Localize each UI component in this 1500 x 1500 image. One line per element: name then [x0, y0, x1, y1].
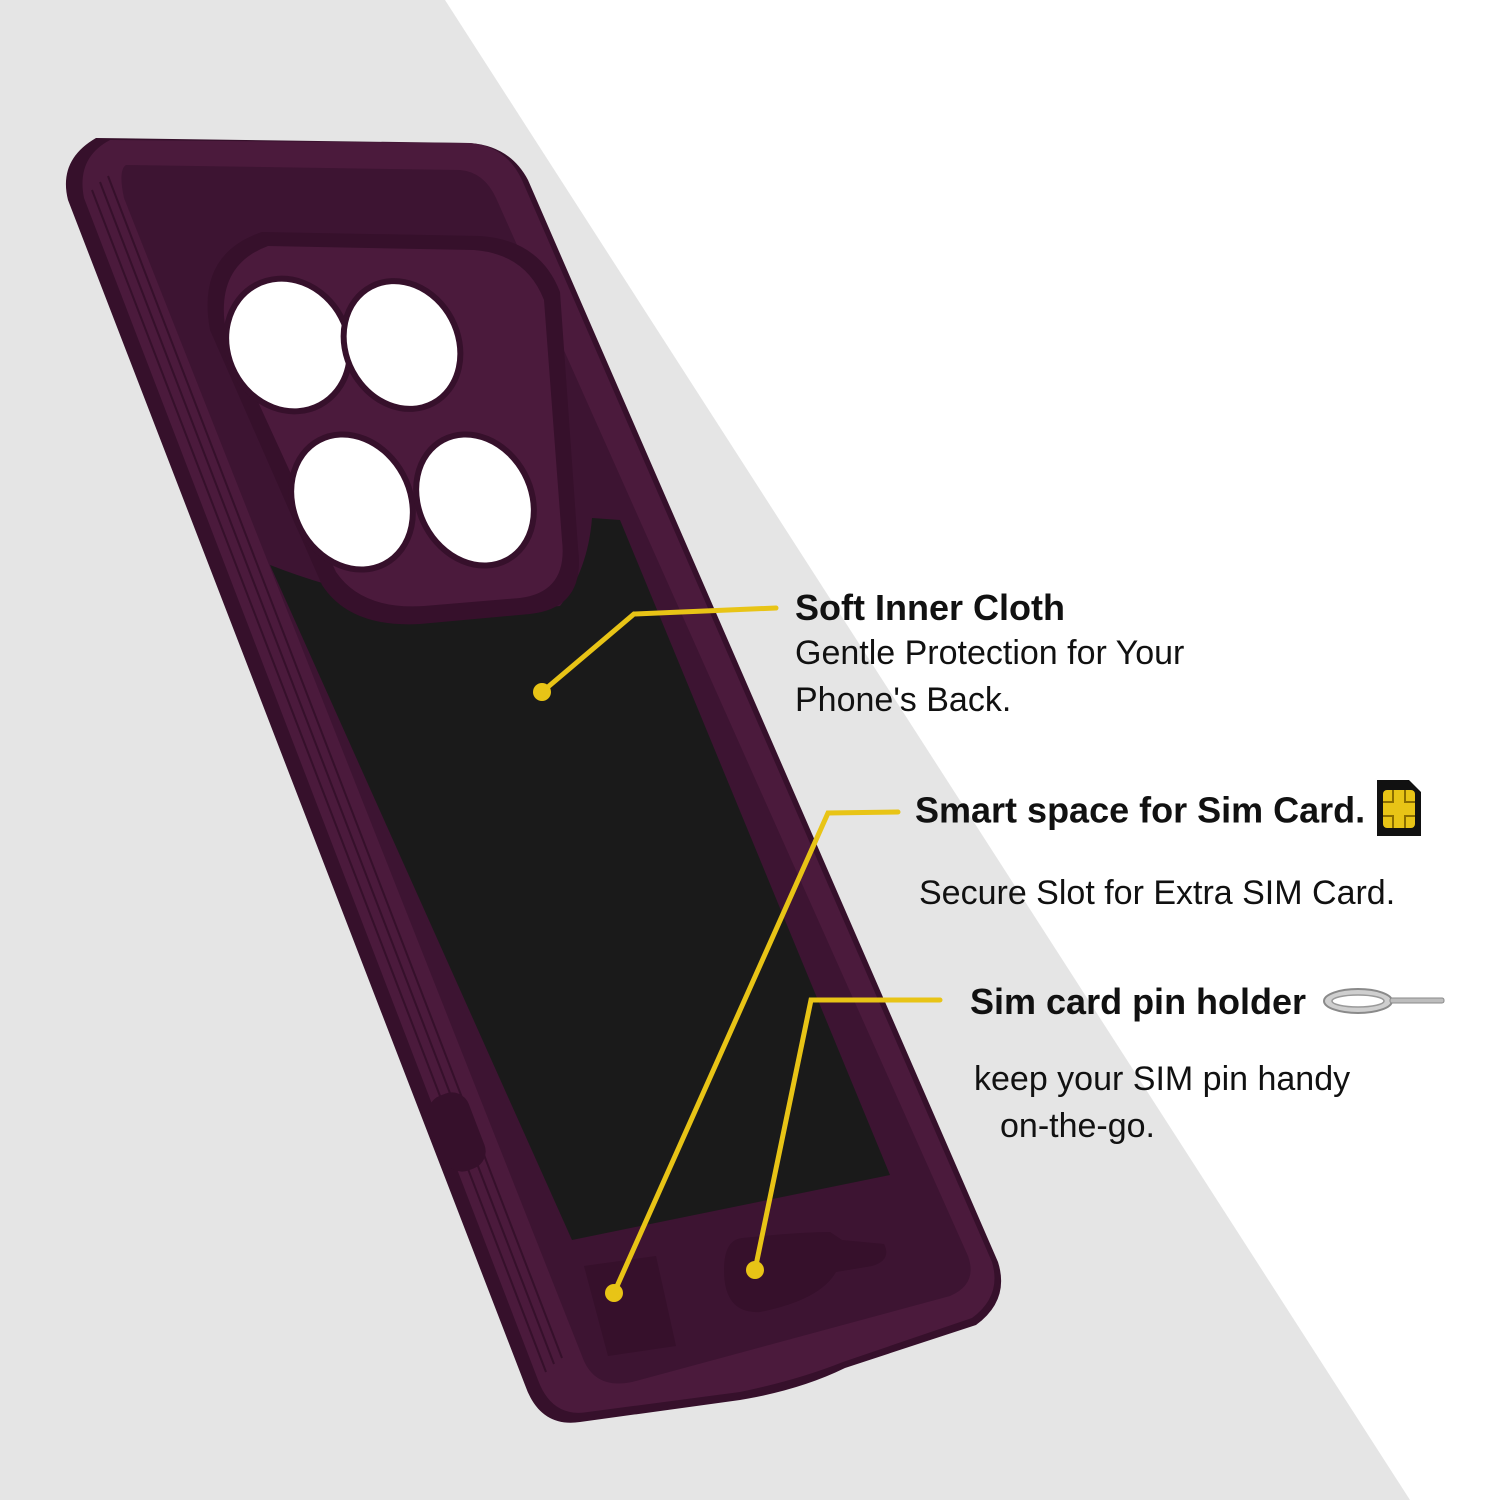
callouts: [539, 605, 943, 1296]
feature-title-row: Sim card pin holder: [970, 980, 1446, 1026]
camera-hole: [223, 275, 353, 415]
callout-dot: [533, 683, 551, 701]
soft-cloth: [270, 518, 890, 1240]
feature-title: Soft Inner Cloth: [795, 587, 1065, 628]
sim-eject-pin-icon: [1322, 982, 1446, 1026]
feature-title: Smart space for Sim Card.: [915, 789, 1366, 831]
callout-line-pin: [752, 997, 943, 1273]
side-button: [428, 1092, 486, 1172]
feature-title: Sim card pin holder: [970, 981, 1307, 1022]
camera-hole: [288, 431, 416, 573]
ribbed-side: [91, 175, 563, 1373]
camera-holes: [223, 275, 537, 573]
callout-line-sim: [611, 809, 901, 1296]
pin-holder: [724, 1232, 887, 1313]
feature-pin-holder: Sim card pin holder keep your SIM pin ha…: [970, 980, 1446, 1150]
sim-card-icon: [1375, 778, 1423, 848]
sim-slot: [584, 1256, 676, 1356]
phone-case: [65, 138, 1002, 1423]
feature-description-line: Phone's Back.: [795, 681, 1012, 719]
feature-title-row: Smart space for Sim Card.: [915, 778, 1423, 848]
callout-line-cloth: [539, 605, 779, 695]
callout-dot: [605, 1284, 623, 1302]
feature-description-line: Gentle Protection for Your: [795, 634, 1185, 672]
feature-description-line: on-the-go.: [1000, 1107, 1155, 1146]
callout-dot: [746, 1261, 764, 1279]
camera-hole: [340, 278, 464, 412]
feature-soft-inner-cloth: Soft Inner Cloth Gentle Protection for Y…: [795, 586, 1184, 724]
feature-sim-space: Smart space for Sim Card. Secure Slot fo…: [915, 778, 1423, 917]
feature-description-line: keep your SIM pin handy: [974, 1060, 1351, 1099]
camera-hole: [413, 431, 537, 569]
callout-dots: [533, 683, 764, 1302]
feature-description-line: Secure Slot for Extra SIM Card.: [919, 874, 1396, 912]
